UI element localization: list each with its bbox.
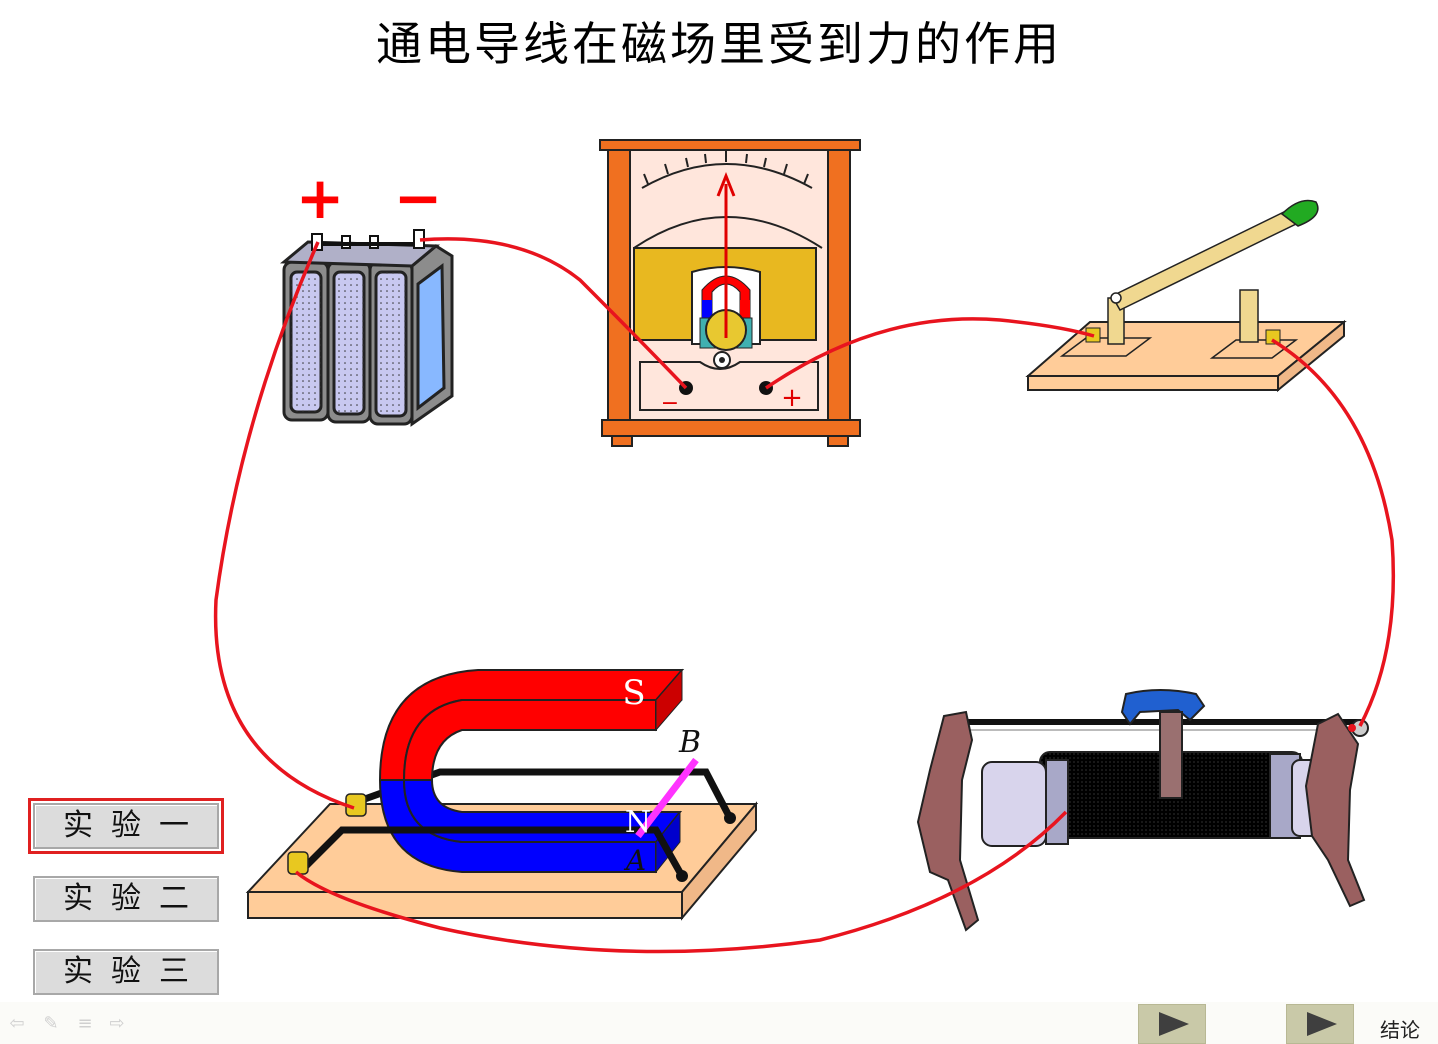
rod-end-a-label: A [623,844,646,877]
experiment-2-button[interactable]: 实验二 [33,876,219,922]
slideshow-toolbar [0,1002,1438,1044]
knife-switch [1025,199,1347,393]
play-icon [1307,1012,1337,1036]
experiment-1-button[interactable]: 实验一 [28,798,224,854]
magnet-north-label: N [625,805,651,840]
play-icon [1159,1012,1189,1036]
battery: + − [280,164,454,427]
rheostat [916,689,1369,932]
battery-plus-label: + [296,164,345,232]
meter-plus-label: + [781,383,803,413]
galvanometer: − + [599,139,861,447]
forward-arrow-icon[interactable]: ⇨ [109,1013,125,1034]
conclusion-link[interactable]: 结论 [1380,1018,1420,1042]
menu-icon[interactable]: ≡ [77,1013,93,1034]
rod-end-b-label: B [678,725,701,760]
pen-icon[interactable]: ✎ [43,1013,59,1034]
back-arrow-icon[interactable]: ⇦ [9,1013,25,1034]
page-title: 通电导线在磁场里受到力的作用 [376,17,1062,71]
circuit-diagram: + − [213,139,1396,954]
meter-minus-label: − [661,391,679,416]
experiment-3-button[interactable]: 实验三 [33,949,219,995]
magnet-south-label: S [622,673,645,713]
magnet-apparatus: S N B A [245,668,759,921]
wires [213,237,1396,954]
play-button-1[interactable] [1138,1004,1206,1044]
play-button-2[interactable] [1286,1004,1354,1044]
battery-minus-label: − [394,164,443,232]
